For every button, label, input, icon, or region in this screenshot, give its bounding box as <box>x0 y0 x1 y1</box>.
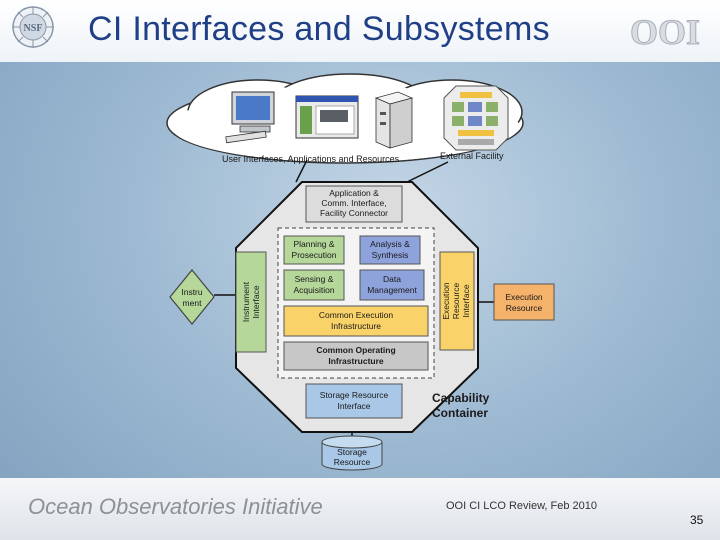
storage-line-2: Resource <box>334 457 371 467</box>
ooi-logo: OOI <box>630 12 701 52</box>
top-box-line-1: Application & <box>329 188 379 198</box>
analysis-synthesis-box: Analysis & Synthesis <box>359 235 421 265</box>
instrument-diamond: Instru ment <box>169 269 215 325</box>
footer-brand: Ocean Observatories Initiative <box>28 494 323 519</box>
planning-prosecution-box: Planning & Prosecution <box>283 235 345 265</box>
data-mgmt-line-1: Data <box>383 274 401 284</box>
coi-line-2: Infrastructure <box>328 356 384 366</box>
top-box-line-2: Comm. Interface, <box>321 198 386 208</box>
instrument-interface-box: Instrument Interface <box>235 251 267 353</box>
cloud-label-right: External Facility <box>440 151 504 161</box>
cei-line-1: Common Execution <box>319 310 393 320</box>
execution-interface-line-1: Execution <box>441 282 451 320</box>
top-box-line-3: Facility Connector <box>320 208 388 218</box>
page-title: CI Interfaces and Subsystems <box>88 10 550 48</box>
execution-interface-line-3: Interface <box>461 284 471 317</box>
instrument-interface-line-2: Interface <box>251 285 261 318</box>
storage-resource-cylinder: Storage Resource <box>321 435 383 471</box>
footer-review: OOI CI LCO Review, Feb 2010 <box>446 500 598 512</box>
capability-label-line-1: Capability <box>432 391 490 405</box>
analysis-line-1: Analysis & <box>370 239 410 249</box>
cloud-label-left: User Interfaces, Applications and Resour… <box>222 154 400 164</box>
application-comm-interface-box: Application & Comm. Interface, Facility … <box>305 185 403 223</box>
sensing-line-1: Sensing & <box>295 274 334 284</box>
storage-interface-line-2: Interface <box>337 401 370 411</box>
execution-resource-box: Execution Resource <box>493 283 555 321</box>
instrument-line-1: Instru <box>181 287 203 297</box>
capability-label-line-2: Container <box>432 406 488 420</box>
page-number: 35 <box>690 513 704 527</box>
execution-resource-interface-box: Execution Resource Interface <box>439 251 475 351</box>
planning-line-2: Prosecution <box>292 250 337 260</box>
execution-resource-line-2: Resource <box>506 303 543 313</box>
footer-band <box>0 478 720 540</box>
sensing-acquisition-box: Sensing & Acquisition <box>283 269 345 301</box>
coi-line-1: Common Operating <box>316 345 395 355</box>
nsf-logo: NSF <box>12 6 54 48</box>
common-operating-infrastructure-box: Common Operating Infrastructure <box>283 341 429 371</box>
analysis-line-2: Synthesis <box>372 250 409 260</box>
data-management-box: Data Management <box>359 269 425 301</box>
instrument-interface-line-1: Instrument <box>241 281 251 322</box>
ooi-logo-text: OOI <box>630 12 700 52</box>
cei-line-2: Infrastructure <box>331 321 381 331</box>
storage-line-1: Storage <box>337 447 367 457</box>
data-mgmt-line-2: Management <box>367 285 417 295</box>
common-execution-infrastructure-box: Common Execution Infrastructure <box>283 305 429 337</box>
desktop-computer-icon <box>225 91 275 144</box>
planning-line-1: Planning & <box>293 239 334 249</box>
instrument-line-2: ment <box>183 298 203 308</box>
execution-interface-line-2: Resource <box>451 283 461 320</box>
execution-resource-line-1: Execution <box>505 292 543 302</box>
header-band <box>0 0 720 62</box>
application-window-icon <box>295 95 359 139</box>
storage-resource-interface-box: Storage Resource Interface <box>305 383 403 419</box>
storage-interface-line-1: Storage Resource <box>320 390 389 400</box>
sensing-line-2: Acquisition <box>293 285 334 295</box>
server-icon <box>374 91 414 149</box>
facility-diagram-icon <box>443 85 509 151</box>
nsf-logo-text: NSF <box>24 23 43 34</box>
